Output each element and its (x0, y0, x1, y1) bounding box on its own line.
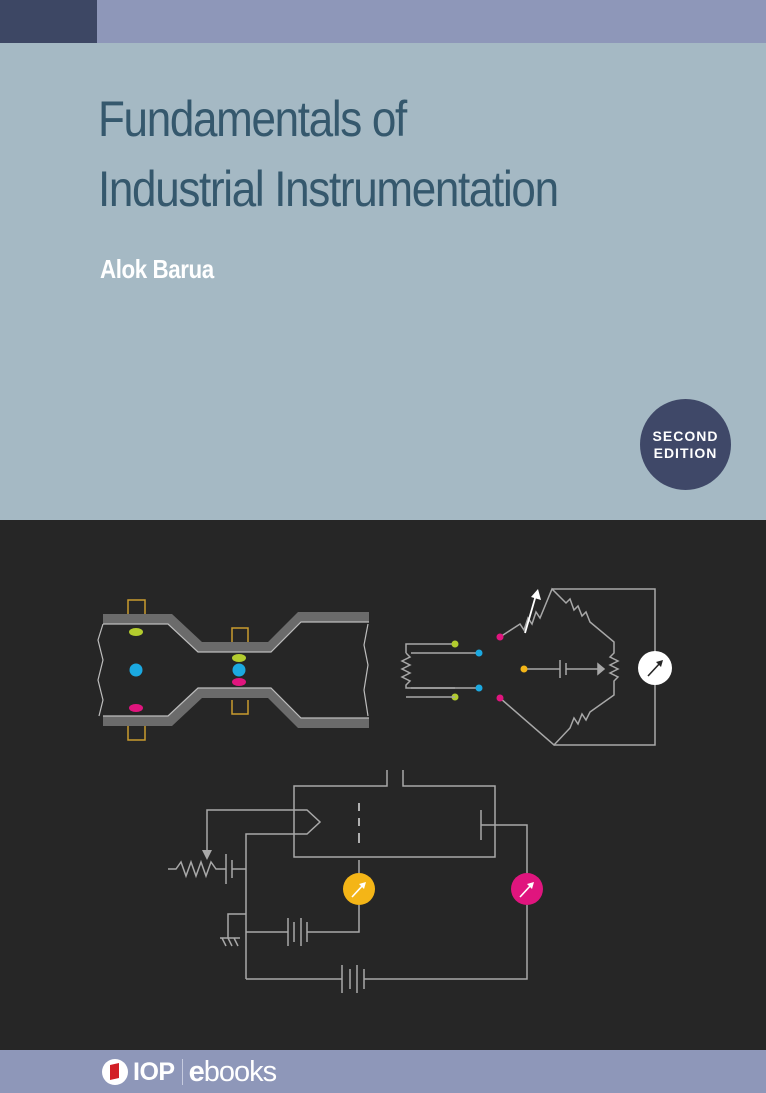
title-panel (0, 43, 766, 520)
series-prefix: e (188, 1055, 205, 1088)
publisher-name: IOP (133, 1057, 175, 1086)
iop-book-logo-icon (102, 1059, 128, 1085)
variable-resistor-arrow-icon (524, 589, 541, 634)
edition-line-2: EDITION (653, 444, 718, 461)
series-rest: books (203, 1055, 277, 1088)
author-name: Alok Barua (100, 254, 214, 284)
publisher-logo: IOP ebooks (102, 1055, 278, 1089)
wheatstone-bridge-diagram-icon (400, 587, 656, 747)
venturi-flow-diagram-icon (97, 599, 369, 741)
series-name: ebooks (188, 1055, 278, 1089)
thermocouple-circuit-diagram-icon (168, 770, 528, 993)
title-line-2: Industrial Instrumentation (98, 161, 559, 217)
top-strip-accent-block (0, 0, 97, 43)
title-line-1: Fundamentals of (98, 91, 407, 147)
galvanometer-magenta-icon (511, 873, 543, 905)
top-color-strip (0, 0, 766, 43)
logo-divider (181, 1059, 183, 1085)
edition-line-1: SECOND (652, 427, 719, 444)
illustration-panel (0, 520, 766, 1050)
edition-badge: SECOND EDITION (640, 399, 731, 490)
book-title: Fundamentals of Industrial Instrumentati… (98, 84, 559, 224)
galvanometer-amber-icon (343, 873, 375, 905)
galvanometer-white-icon (638, 651, 672, 685)
